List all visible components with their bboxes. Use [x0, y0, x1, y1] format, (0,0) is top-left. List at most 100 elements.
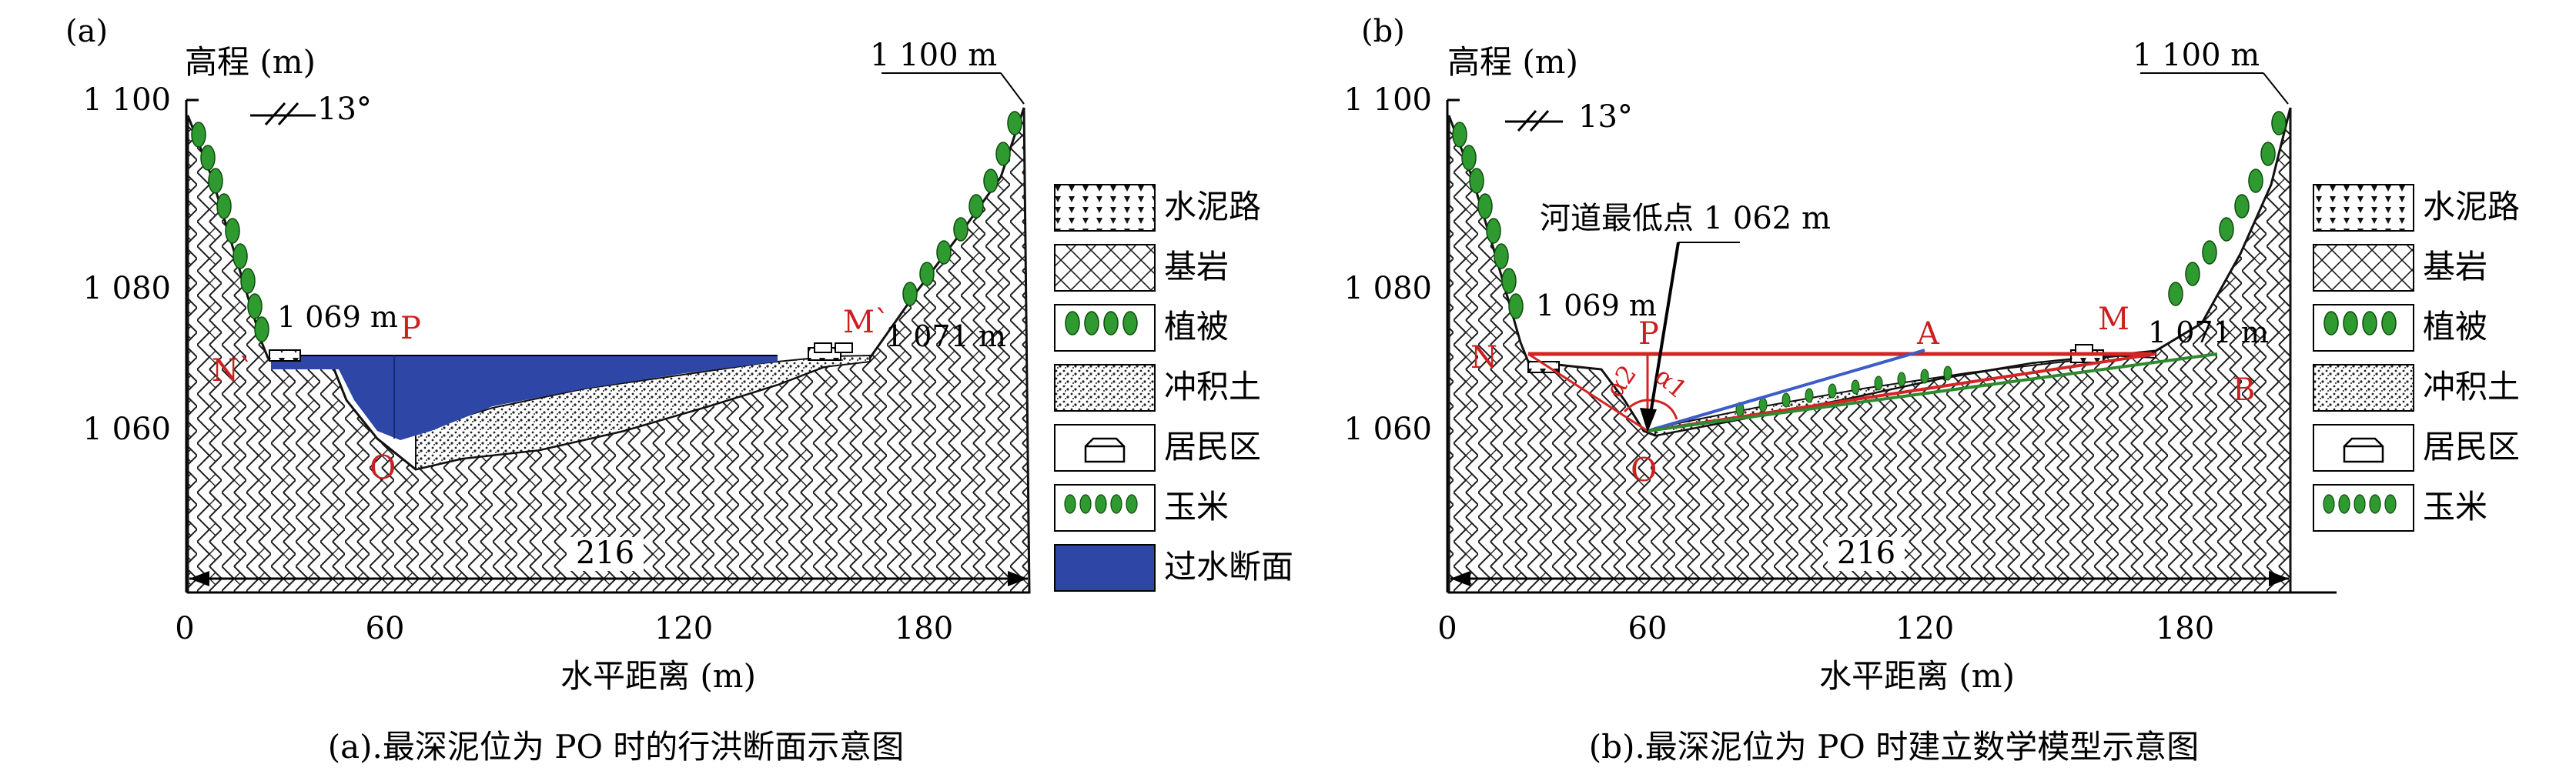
legend-swatch-water-section: [1054, 544, 1156, 592]
panel-a-x-tick-label: 0: [175, 611, 194, 646]
legend-label: 冲积土: [1164, 368, 1261, 406]
panel-a-tag: (a): [65, 14, 108, 49]
panel-a-caption: (a).最深泥位为 PO 时的行洪断面示意图: [328, 728, 905, 766]
panel-b-elev-leader: [2263, 72, 2289, 105]
panel-a-left-bank-elevation: 1 069 m: [277, 300, 398, 334]
panel-b-tag: (b): [1361, 14, 1405, 49]
panel-b-corn-row: [1735, 365, 1952, 417]
legend-label: 玉米: [1164, 488, 1229, 526]
legend-label: 冲积土: [2423, 368, 2520, 406]
panel-a-house: [814, 342, 832, 353]
panel-b-line-ob: [1647, 352, 2218, 432]
panel-a-left-vegetation: [191, 122, 269, 342]
panel-b-point-m: M: [2098, 302, 2129, 337]
panel-a-y-tick-label: 1 100: [82, 82, 171, 118]
panel-b-angle-alpha1: α1: [1649, 362, 1693, 405]
panel-b-line-no: [1527, 352, 1648, 432]
corn-icon: [2323, 494, 2397, 514]
legend-swatch-bedrock: [1054, 244, 1156, 292]
panel-b-y-tick-label: 1 080: [1343, 271, 1432, 306]
panel-b: (b) 高程 (m) 1 100 1 080 1 060 13°: [1343, 14, 2520, 766]
house-icon: [1084, 437, 1126, 463]
panel-b-annotation-arrow: [1648, 242, 1680, 424]
panel-a-road-left: [269, 349, 301, 362]
panel-b-point-o: O: [1631, 451, 1657, 489]
legend-label: 玉米: [2423, 488, 2487, 526]
panel-a-y-axis-label: 高程 (m): [185, 43, 316, 81]
panel-a: (a) 高程 (m) 1 100 1 080 1 060 13°: [65, 14, 1293, 766]
panel-b-width-arrow: [2269, 571, 2289, 586]
panel-a-dip-label: 13°: [317, 92, 372, 127]
panel-a-elev-leader: [1000, 72, 1025, 105]
arrow-head-icon: [1640, 408, 1657, 432]
panel-b-caption: (b).最深泥位为 PO 时建立数学模型示意图: [1589, 728, 2199, 766]
panel-b-x-tick-label: 60: [1628, 611, 1668, 646]
panel-a-water-section: [271, 355, 778, 440]
panel-b-bedrock: [1447, 107, 2292, 594]
corn-icon: [1064, 494, 1138, 514]
panel-b-x-axis-label: 水平距离 (m): [1819, 657, 2015, 695]
dip-symbol: [250, 102, 316, 125]
legend-swatch-alluvium: [1054, 364, 1156, 412]
legend-swatch-residential: [2313, 424, 2414, 472]
panel-b-top-elevation: 1 100 m: [2133, 38, 2260, 73]
panel-b-right-vegetation: [2168, 111, 2287, 306]
panel-a-y-tick-label: 1 060: [82, 412, 171, 447]
panel-a-point-m: M`: [843, 305, 890, 340]
panel-b-point-b: B: [2233, 372, 2255, 408]
panel-b-width-label: 216: [1837, 536, 1895, 571]
legend-swatch-alluvium: [2313, 364, 2414, 412]
panel-a-right-bank-elevation: 1 071 m: [885, 319, 1006, 353]
panel-a-legend: 水泥路 基岩 植被 冲积土 居民区 玉米 过水断面: [1054, 184, 1293, 592]
panel-b-angle-arc-2: [1623, 399, 1648, 413]
panel-a-top-elevation: 1 100 m: [870, 38, 997, 73]
legend-label: 居民区: [1164, 428, 1261, 466]
panel-a-alluvium: [415, 354, 871, 471]
panel-b-x-tick-label: 120: [1895, 611, 1954, 646]
panel-a-point-p: P: [400, 311, 421, 346]
panel-b-y-tick-label: 1 060: [1343, 412, 1432, 447]
legend-label: 水泥路: [1164, 188, 1261, 225]
legend-swatch-residential: [1054, 424, 1156, 472]
panel-b-legend: 水泥路 基岩 植被 冲积土 居民区 玉米: [2313, 184, 2520, 532]
panel-a-width-label: 216: [576, 536, 634, 571]
panel-b-left-bank-elevation: 1 069 m: [1536, 289, 1657, 322]
panel-a-x-axis-label: 水平距离 (m): [560, 657, 756, 695]
panel-a-y-tick-label: 1 080: [82, 271, 171, 306]
panel-b-y-tick-label: 1 100: [1343, 82, 1432, 118]
panel-b-line-oa: [1647, 349, 1925, 432]
panel-a-width-arrow: [1008, 571, 1028, 586]
legend-swatch-bedrock: [2313, 244, 2414, 292]
vegetation-icon: [2323, 311, 2397, 335]
legend-label: 植被: [1164, 308, 1229, 345]
panel-b-x-tick-label: 180: [2156, 611, 2214, 646]
panel-b-y-axis-label: 高程 (m): [1447, 43, 1578, 81]
panel-a-x-tick-label: 60: [366, 611, 405, 646]
legend-swatch-road: [1054, 184, 1156, 232]
legend-label: 植被: [2423, 308, 2487, 345]
legend-label: 居民区: [2423, 428, 2520, 466]
panel-b-point-a: A: [1916, 316, 1940, 352]
panel-b-right-bank-elevation: 1 071 m: [2148, 315, 2269, 349]
panel-b-x-tick-label: 0: [1437, 611, 1457, 646]
panel-a-x-tick-label: 180: [895, 611, 953, 646]
panel-a-x-tick-label: 120: [654, 611, 713, 646]
panel-b-point-p: P: [1638, 316, 1659, 352]
panel-b-dip-label: 13°: [1578, 99, 1633, 135]
legend-label: 水泥路: [2423, 188, 2520, 225]
panel-b-width-arrow: [1450, 571, 1470, 586]
legend-swatch-road: [2313, 184, 2414, 232]
panel-b-left-vegetation: [1452, 122, 1524, 319]
panel-b-width-label-bg: [1828, 537, 1905, 571]
legend-label: 基岩: [1164, 248, 1229, 285]
house-icon: [2343, 437, 2384, 463]
panel-a-width-arrow: [189, 571, 209, 586]
panel-a-house: [835, 342, 853, 353]
panel-a-point-n: N`: [212, 353, 254, 389]
panel-a-width-label-bg: [567, 537, 644, 571]
panel-a-right-vegetation: [902, 111, 1022, 306]
dip-symbol: [1505, 110, 1563, 132]
vegetation-icon: [1065, 311, 1138, 335]
panel-b-point-n: N: [1470, 340, 1497, 375]
